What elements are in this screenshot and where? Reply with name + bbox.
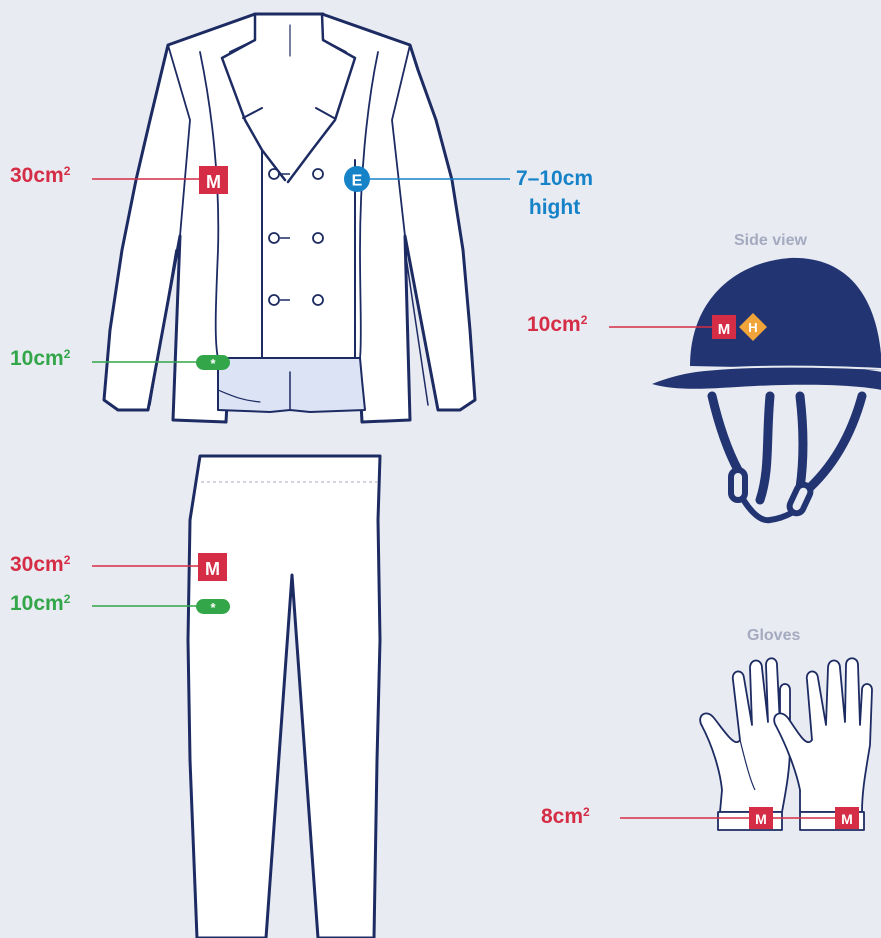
trousers-m-area-label: 30cm2: [10, 553, 70, 577]
svg-text:H: H: [748, 320, 757, 335]
svg-text:M: M: [841, 811, 853, 827]
jacket-hip-area-label: 10cm2: [10, 347, 70, 371]
trousers-star-area-value: 10cm: [10, 592, 64, 615]
squared-sup: 2: [64, 592, 71, 606]
svg-text:M: M: [205, 559, 220, 579]
helmet-area-label: 10cm2: [527, 313, 587, 337]
marker-e-jacket: E: [344, 166, 370, 192]
jacket-e-height-line2: hight: [516, 193, 593, 222]
gloves-area-label: 8cm2: [541, 805, 590, 829]
trousers-m-area-value: 30cm: [10, 553, 64, 576]
squared-sup: 2: [583, 805, 590, 819]
helmet-area-value: 10cm: [527, 313, 581, 336]
jacket-chest-area-label: 30cm2: [10, 164, 70, 188]
squared-sup: 2: [64, 164, 71, 178]
gloves-area-value: 8cm: [541, 805, 583, 828]
svg-text:E: E: [352, 173, 363, 190]
svg-text:M: M: [718, 321, 731, 338]
marker-m-glove-left: M: [749, 807, 773, 829]
marker-star-trousers: *: [196, 599, 230, 615]
marker-star-jacket: *: [196, 355, 230, 371]
gloves: [700, 658, 872, 830]
jacket-e-height-line1: 7–10cm: [516, 164, 593, 193]
squared-sup: 2: [64, 347, 71, 361]
marker-m-trousers: M: [198, 553, 227, 581]
marker-m-jacket: M: [199, 166, 228, 194]
svg-text:M: M: [206, 172, 221, 192]
trousers-star-area-label: 10cm2: [10, 592, 70, 616]
helmet: [652, 258, 881, 520]
jacket-chest-area-value: 30cm: [10, 164, 64, 187]
marker-m-helmet: M: [712, 315, 736, 339]
helmet-heading: Side view: [734, 232, 807, 250]
marker-m-glove-right: M: [835, 807, 859, 829]
svg-text:M: M: [755, 811, 767, 827]
trousers: [188, 456, 380, 938]
jacket-hip-area-value: 10cm: [10, 347, 64, 370]
jacket-e-height-label: 7–10cm hight: [516, 164, 593, 222]
squared-sup: 2: [64, 553, 71, 567]
squared-sup: 2: [581, 313, 588, 327]
gloves-heading: Gloves: [747, 627, 800, 645]
jacket: [104, 14, 475, 422]
